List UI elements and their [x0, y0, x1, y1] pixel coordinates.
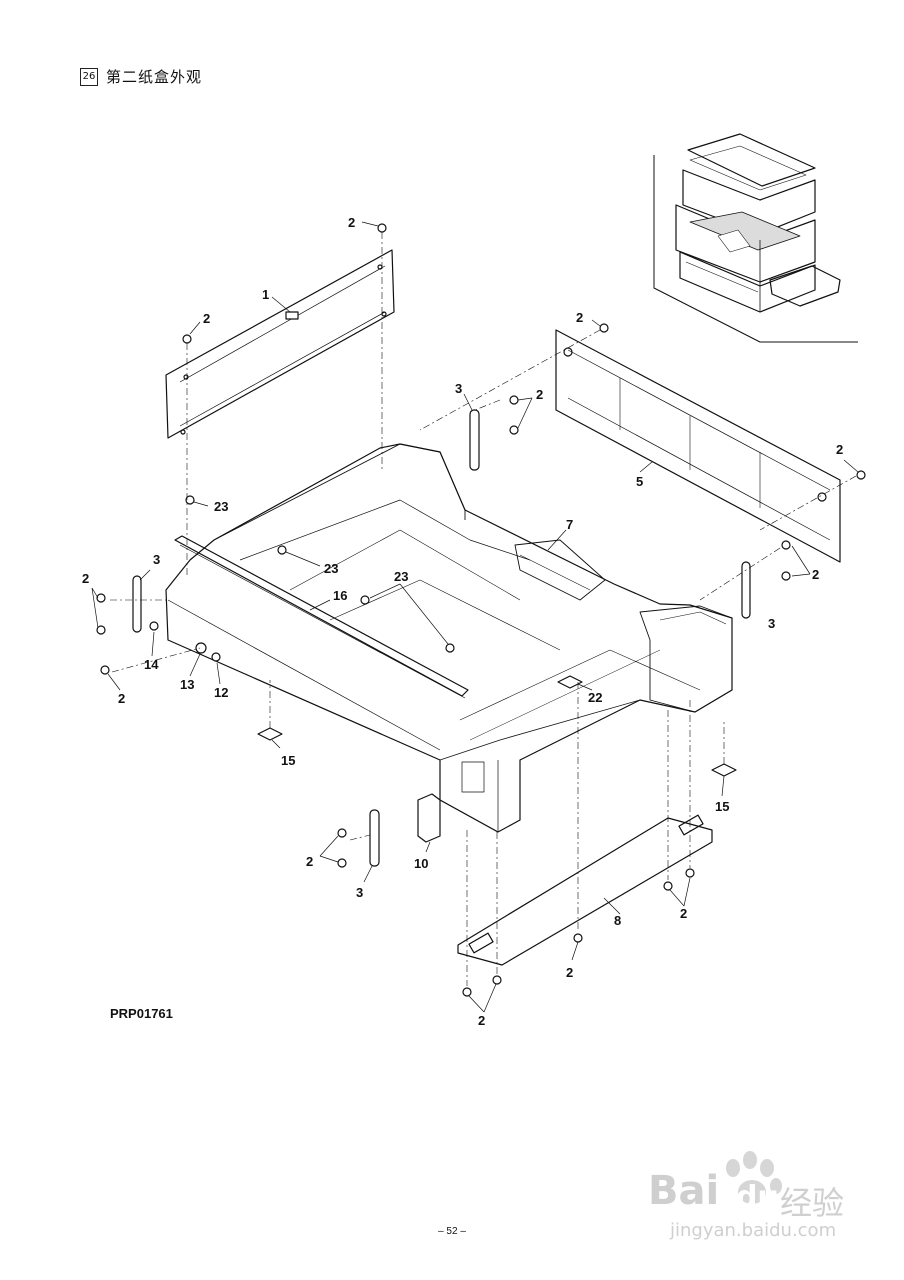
- pads: [257, 675, 737, 777]
- watermark-brand-c: 经验: [780, 1184, 845, 1222]
- part-8-bottom-bracket: [457, 814, 713, 966]
- part-7-lift-plate: [514, 539, 606, 601]
- drawing-code: PRP01761: [110, 1006, 173, 1021]
- watermark-url: jingyan.baidu.com: [670, 1220, 837, 1241]
- page-number: – 52 –: [438, 1226, 466, 1237]
- callout-label: 2: [203, 311, 211, 326]
- callout-label: 12: [214, 685, 229, 700]
- callout-label: 2: [478, 1013, 486, 1028]
- callout-label: 7: [566, 517, 574, 532]
- part-10-bracket: [417, 793, 441, 843]
- callout-label: 15: [281, 753, 296, 768]
- section-number-badge: 26: [80, 67, 98, 86]
- callout-label: 14: [144, 657, 159, 672]
- watermark-brand-b: du: [736, 1180, 779, 1215]
- callout-label: 23: [394, 569, 409, 584]
- callout-label: 2: [836, 442, 844, 457]
- callout-label: 2: [82, 571, 90, 586]
- section-title: 第二纸盒外观: [106, 68, 203, 86]
- callout-label: 2: [680, 906, 688, 921]
- screws: [96, 223, 866, 997]
- callout-label: 23: [324, 561, 339, 576]
- machine-overview-inset: [653, 133, 858, 343]
- callout-label: 13: [180, 677, 195, 692]
- baidu-jingyan-watermark: Bai du 经验 jingyan.baidu.com: [640, 1142, 860, 1242]
- callout-label: 2: [306, 854, 314, 869]
- callout-label: 2: [348, 215, 356, 230]
- callout-label: 3: [768, 616, 776, 631]
- callout-label: 3: [356, 885, 364, 900]
- callout-label: 10: [414, 856, 429, 871]
- leader-lines: [91, 221, 859, 1013]
- callout-label: 2: [118, 691, 126, 706]
- callout-label: 2: [566, 965, 574, 980]
- callout-label: 22: [588, 690, 603, 705]
- assembly-lines: [110, 232, 857, 986]
- watermark-brand-a: Bai: [648, 1168, 720, 1214]
- callout-label: 8: [614, 913, 622, 928]
- callout-label: 1: [262, 287, 270, 302]
- paw-logo-icon: [726, 1151, 782, 1204]
- callout-label: 2: [812, 567, 820, 582]
- callout-label: 15: [715, 799, 730, 814]
- part-1-cover-plate: [165, 249, 395, 439]
- callout-label: 2: [576, 310, 584, 325]
- part-3-stays: [132, 409, 751, 867]
- callout-label: 3: [153, 552, 161, 567]
- callout-label: 5: [636, 474, 644, 489]
- callout-label: 2: [536, 387, 544, 402]
- paper-tray-body: [165, 443, 733, 833]
- callout-label: 16: [333, 588, 348, 603]
- part-16-front-rail: [174, 535, 469, 699]
- part-5-rear-cover: [555, 329, 841, 563]
- callout-label: 3: [455, 381, 463, 396]
- callout-label: 23: [214, 499, 229, 514]
- section-header: 26 第二纸盒外观: [80, 66, 202, 87]
